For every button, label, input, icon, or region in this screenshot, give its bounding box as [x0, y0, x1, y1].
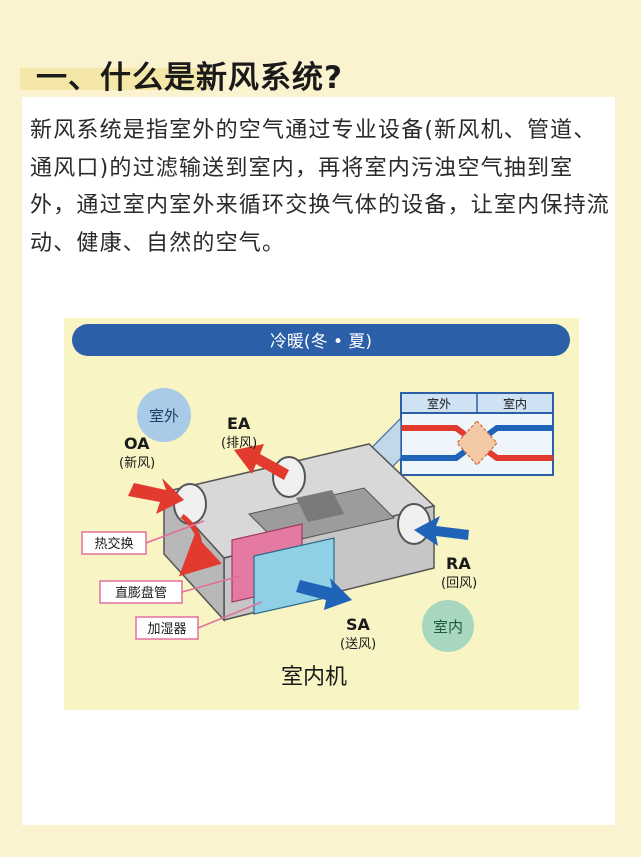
season-banner — [72, 324, 570, 356]
humidifier-label: 加湿器 — [147, 622, 186, 637]
ea-name: (排风) — [221, 436, 257, 451]
ea-port — [272, 456, 306, 498]
outdoor-label: 室外 — [149, 407, 179, 425]
page-title: 一、什么是新风系统? — [36, 60, 343, 96]
ea-arrow — [234, 444, 289, 480]
coil-label-box — [99, 580, 183, 604]
indoor-label: 室内 — [433, 618, 463, 636]
intro-paragraph: 新风系统是指室外的空气通过专业设备(新风机、管道、通风口)的过滤输送到室内，再将… — [30, 118, 611, 256]
inset-outdoor-label: 室外 — [427, 396, 451, 411]
unit-name: 室内机 — [281, 665, 347, 690]
oa-name: (新风) — [119, 455, 155, 471]
ea-code: EA — [227, 414, 251, 433]
outdoor-circle — [137, 388, 191, 442]
oa-arrow — [128, 478, 184, 514]
heat-exchange-label: 热交换 — [94, 536, 133, 552]
oa-flow-curve — [179, 514, 222, 577]
oa-port — [173, 483, 207, 525]
oa-code: OA — [124, 434, 150, 453]
humidifier-label-box — [135, 616, 199, 640]
banner-text: 冷暖(冬 • 夏) — [270, 332, 372, 352]
fresh-air-system-diagram: 冷暖(冬 • 夏) 室外 室内 室外 室内 EA (排风) OA (新风 — [64, 318, 579, 710]
ra-arrow — [414, 516, 469, 546]
heat-exchanger-inset: 室外 室内 — [400, 392, 554, 476]
ra-code: RA — [446, 554, 471, 573]
inset-indoor-label: 室内 — [503, 396, 527, 411]
coil-label: 直膨盘管 — [115, 585, 167, 601]
heading-highlight — [20, 68, 210, 90]
sa-code: SA — [346, 615, 371, 634]
ra-name: (回风) — [441, 576, 477, 591]
indoor-circle — [422, 600, 474, 652]
sa-name: (送风) — [340, 637, 376, 652]
heat-exchange-label-box — [81, 531, 147, 555]
sa-arrow — [296, 578, 352, 610]
